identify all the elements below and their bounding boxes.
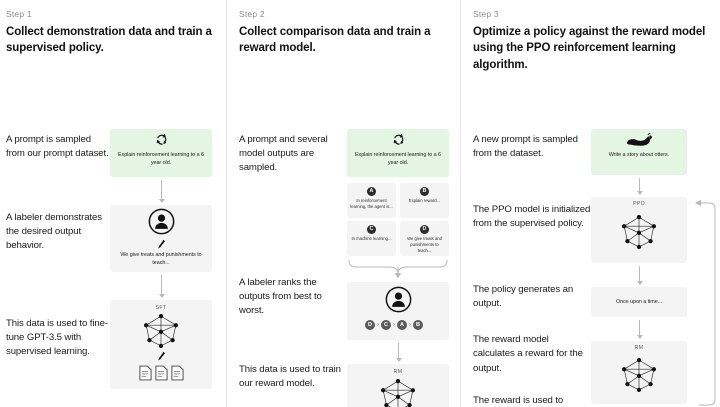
rm-box-step3[interactable]: RM: [591, 340, 687, 404]
pencil-icon: [110, 239, 212, 251]
option-b-badge: B: [420, 186, 429, 196]
person-icon: [347, 282, 449, 318]
arrow-prompt-to-ppo: [636, 177, 643, 195]
arrow-labeler-to-sft: [158, 274, 165, 298]
feedback-loop-arrow: [689, 195, 719, 407]
step-3-flow: Write a story about otters. PPO: [591, 87, 716, 407]
recycle-icon: [347, 129, 449, 151]
step-1-captions: A prompt is sampled from our prompt data…: [6, 71, 110, 391]
prompt-text-step1: Explain reinforcement learning to a 6 ye…: [118, 151, 204, 167]
output-text-step3: Once upon a time...: [615, 298, 663, 305]
step-1-flow: Explain reinforcement learning to a 6 ye…: [110, 71, 218, 391]
neural-network-icon: [110, 311, 212, 351]
caption-finetune-gpt: This data is used to fine-tune GPT-3.5 w…: [6, 317, 108, 358]
neural-network-icon: [591, 207, 687, 257]
step-1-title: Collect demonstration data and train a s…: [6, 26, 212, 55]
neural-network-icon: [347, 375, 449, 407]
person-icon: [110, 205, 212, 239]
pencil-icon: [110, 351, 212, 363]
rank-separator-1: ›: [377, 321, 379, 328]
prompt-box-step2[interactable]: Explain reinforcement learning to a 6 ye…: [347, 128, 449, 177]
rank-2-badge: C: [381, 319, 391, 330]
step-1-label: Step 1: [6, 9, 32, 19]
documents-icon: [110, 363, 212, 383]
ppo-box-step3[interactable]: PPO: [591, 196, 687, 263]
option-d-text: We give treats and punishments to teach.…: [407, 235, 442, 254]
caption-prompt-sampled: A prompt is sampled from our prompt data…: [6, 133, 109, 160]
option-b-text: Explain reward...: [408, 197, 441, 203]
rank-separator-2: ›: [393, 321, 395, 328]
rank-3-badge: A: [397, 319, 407, 330]
step-3-label: Step 3: [473, 9, 499, 19]
step-3-column: Step 3 Optimize a policy against the rew…: [460, 0, 720, 407]
prompt-box-step1[interactable]: Explain reinforcement learning to a 6 ye…: [110, 128, 212, 177]
otter-icon: [591, 129, 687, 151]
rank-4-badge: B: [413, 319, 423, 330]
arrow-ranking-to-rm: [395, 342, 402, 362]
option-a[interactable]: A In reinforcement learning, the agent i…: [347, 182, 396, 218]
rm-box-step2[interactable]: RM: [347, 363, 449, 407]
sft-box-step1[interactable]: SFT: [110, 299, 212, 389]
ranking-box-step2[interactable]: D › C › A › B: [347, 281, 449, 340]
rm-label-step2: RM: [393, 368, 403, 375]
option-a-text: In reinforcement learning, the agent is.…: [350, 197, 393, 209]
option-d-badge: D: [420, 224, 429, 234]
arrow-prompt-to-labeler: [158, 179, 165, 203]
step-2-title: Collect comparison data and train a rewa…: [239, 26, 431, 55]
labeler-text-step1: We give treats and punishments to teach.…: [120, 251, 202, 267]
step-3-captions: A new prompt is sampled from the dataset…: [473, 87, 591, 407]
caption-new-prompt: A new prompt is sampled from the dataset…: [473, 133, 578, 160]
option-a-badge: A: [367, 186, 376, 196]
step-2-column: Step 2 Collect comparison data and train…: [226, 0, 460, 407]
rank-separator-3: ›: [409, 321, 411, 328]
labeler-box-step1[interactable]: We give treats and punishments to teach.…: [110, 204, 212, 272]
arrow-ppo-to-output: [636, 265, 643, 285]
option-d[interactable]: D We give treats and punishments to teac…: [400, 220, 449, 256]
prompt-text-step3: Write a story about otters.: [608, 151, 670, 158]
caption-train-reward-model: This data is used to train our reward mo…: [239, 363, 341, 390]
option-c-badge: C: [367, 224, 376, 234]
neural-network-icon: [591, 351, 687, 399]
rm-label-step3: RM: [634, 344, 644, 351]
prompt-text-step2: Explain reinforcement learning to a 6 ye…: [355, 151, 441, 167]
converging-bracket: [347, 258, 449, 280]
option-c-text: In machine learning...: [351, 235, 392, 241]
recycle-icon: [110, 129, 212, 151]
option-b[interactable]: B Explain reward...: [400, 182, 449, 218]
caption-labeler-demonstrates: A labeler demonstrates the desired outpu…: [6, 211, 102, 252]
arrow-output-to-rm: [636, 319, 643, 339]
rank-1-badge: D: [365, 319, 375, 330]
ppo-label: PPO: [633, 200, 645, 207]
caption-reward-calculated: The reward model calculates a reward for…: [473, 333, 583, 374]
caption-prompt-and-outputs: A prompt and several model outputs are s…: [239, 133, 328, 174]
sft-label: SFT: [155, 304, 167, 311]
caption-ppo-initialized: The PPO model is initialized from the su…: [473, 203, 591, 230]
caption-reward-updates-policy: The reward is used to update the policy …: [473, 394, 564, 406]
step-2-flow: Explain reinforcement learning to a 6 ye…: [347, 71, 452, 407]
step-1-column: Step 1 Collect demonstration data and tr…: [0, 0, 226, 407]
caption-policy-generates: The policy generates an output.: [473, 283, 574, 310]
caption-labeler-ranks: A labeler ranks the outputs from best to…: [239, 276, 322, 317]
step-3-title: Optimize a policy against the reward mod…: [473, 26, 706, 71]
output-box-step3[interactable]: Once upon a time...: [591, 286, 687, 317]
step-2-label: Step 2: [239, 9, 265, 19]
step-2-captions: A prompt and several model outputs are s…: [239, 71, 347, 401]
prompt-box-step3[interactable]: Write a story about otters.: [591, 128, 687, 175]
option-c[interactable]: C In machine learning...: [347, 220, 396, 256]
ranking-row-labeler: D › C › A › B: [365, 319, 423, 330]
